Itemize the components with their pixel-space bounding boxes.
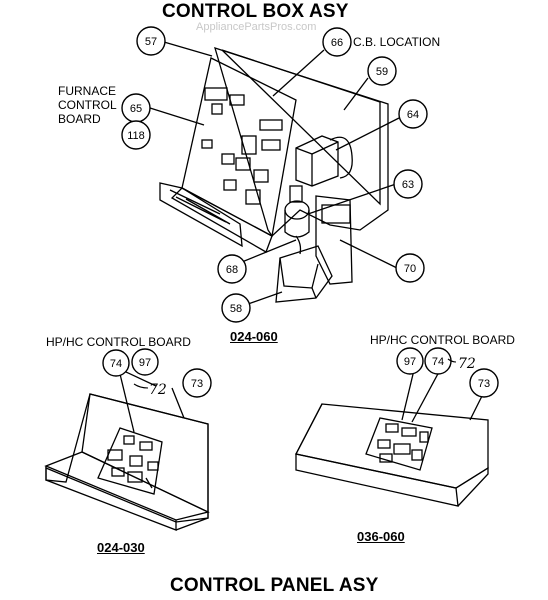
callout-57-circle (136, 26, 166, 56)
callout-68-circle (217, 254, 247, 284)
callout-97-right-circle (396, 347, 424, 375)
board-component (204, 87, 228, 101)
callout-64: 64 (407, 109, 419, 121)
furnace-control-board-label: FURNACE CONTROL BOARD (58, 84, 117, 126)
callout-97-right: 97 (404, 356, 416, 368)
hp-hc-label-right: HP/HC CONTROL BOARD (370, 333, 515, 347)
watermark: AppliancePartsPros.com (196, 21, 317, 33)
capacitor (284, 200, 310, 220)
left-panel-outline (45, 393, 209, 523)
callout-97-left: 97 (139, 357, 151, 369)
callout-74-left: 74 (110, 358, 122, 370)
board-component (229, 94, 245, 106)
bottom-title: CONTROL PANEL ASY (170, 575, 379, 596)
callout-118: 118 (127, 130, 145, 142)
back-panel (214, 47, 389, 237)
right-panel-front (295, 453, 459, 507)
callout-63-circle (393, 169, 423, 199)
callout-74-left-circle (102, 349, 130, 377)
callout-118-circle (121, 120, 151, 150)
callout-58-circle (221, 293, 251, 323)
cb-location-label: C.B. LOCATION (353, 35, 441, 49)
left-panel-back (81, 393, 209, 514)
callout-73-right-circle (469, 368, 499, 398)
callout-73-left: 73 (191, 378, 203, 390)
furnace-board-panel (181, 57, 297, 237)
handwritten-72-left: 72 (149, 382, 167, 398)
furnace-label-line1: FURNACE (58, 84, 117, 98)
callout-59-circle (367, 56, 397, 86)
top-title: CONTROL BOX ASY (162, 1, 349, 22)
callout-97-left-circle (131, 348, 159, 376)
callout-63: 63 (402, 179, 414, 191)
right-control-board (365, 417, 433, 471)
callout-73-right: 73 (478, 378, 490, 390)
model-code-bottom-left: 024-030 (97, 540, 145, 555)
left-control-board (97, 427, 163, 495)
model-code-bottom-right: 036-060 (357, 529, 405, 544)
hp-hc-label-left: HP/HC CONTROL BOARD (46, 335, 191, 349)
callout-74-right: 74 (432, 356, 444, 368)
right-panel-back (295, 403, 489, 489)
model-code-top: 024-060 (230, 329, 278, 344)
callout-70: 70 (404, 263, 416, 275)
callout-66-circle (322, 27, 352, 57)
callout-73-left-circle (182, 368, 212, 398)
callout-68: 68 (226, 264, 238, 276)
callout-58: 58 (230, 303, 242, 315)
back-panel-inner (221, 49, 381, 206)
lower-bracket (159, 182, 243, 248)
furnace-label-line2: CONTROL (58, 98, 117, 112)
callout-64-circle (398, 99, 428, 129)
callout-70-circle (395, 253, 425, 283)
callout-65: 65 (130, 103, 142, 115)
transformer (295, 135, 339, 187)
furnace-label-line3: BOARD (58, 112, 101, 126)
callout-59: 59 (376, 66, 388, 78)
u-bracket (275, 245, 333, 303)
callout-57: 57 (145, 36, 157, 48)
handwritten-72-right: 72 (458, 356, 476, 372)
callout-66: 66 (331, 37, 343, 49)
